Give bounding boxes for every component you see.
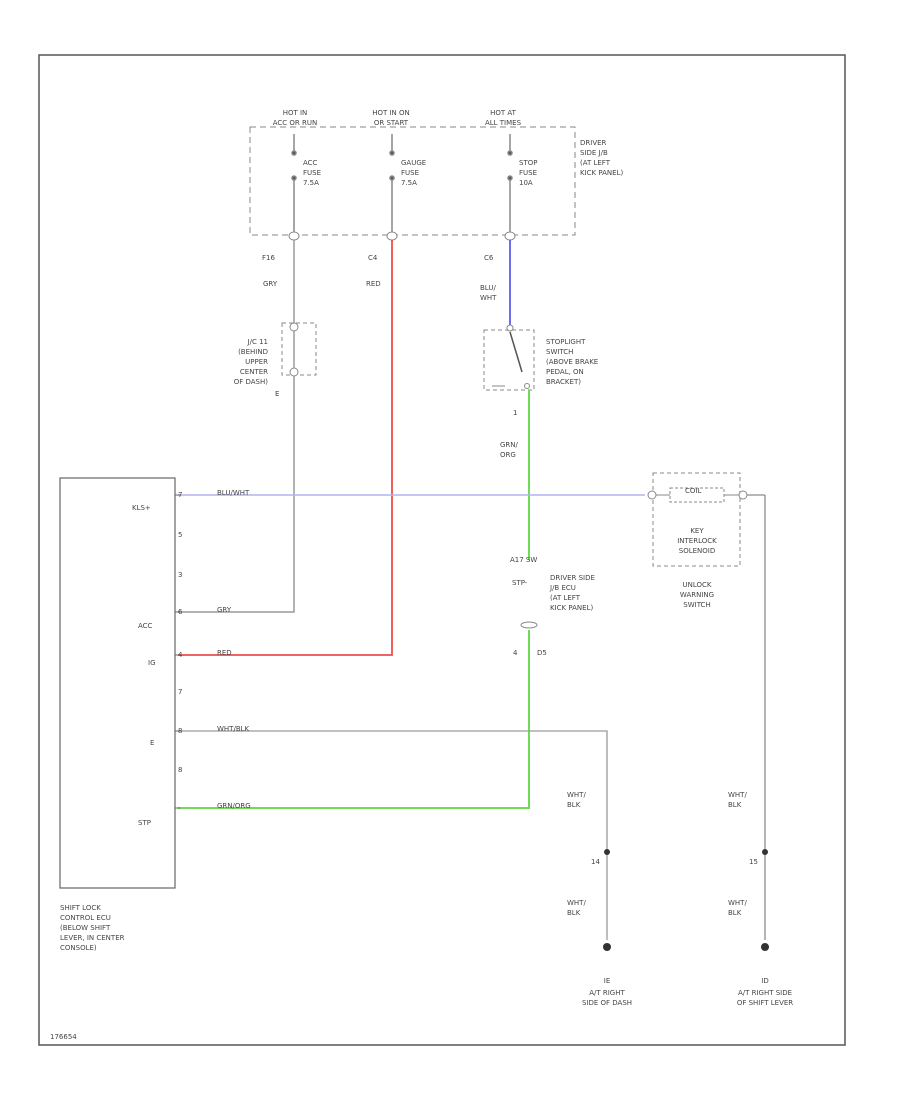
ground-right-label: A/T RIGHT SIDE OF SHIFT LEVER bbox=[736, 989, 794, 1007]
stoplight-pin: 1 bbox=[513, 409, 518, 417]
ecu-pin-num-8: 8 bbox=[178, 766, 183, 774]
wire-gry-lower bbox=[178, 376, 295, 613]
junction-connector-top bbox=[289, 322, 299, 332]
ecu-pin-num-6: 7 bbox=[178, 688, 183, 696]
jb-ecu-pin-top: A17 SW bbox=[510, 556, 538, 564]
wire-label-blu-wht: BLU/ WHT bbox=[480, 284, 497, 302]
wire-label-gry: GRY bbox=[263, 280, 278, 288]
ground-left-id: IE bbox=[603, 977, 611, 985]
jb-connector-2 bbox=[386, 231, 398, 241]
fuse-acc-label: ACC FUSE 7.5A bbox=[303, 159, 322, 187]
stoplight-contact-top bbox=[506, 324, 514, 332]
shift-lock-ecu-box bbox=[59, 477, 176, 889]
jb-ecu-pin-bottom: 4 bbox=[513, 649, 518, 657]
fuse-stop bbox=[507, 134, 513, 232]
wire-label-red: RED bbox=[366, 280, 381, 288]
ground-left-label: A/T RIGHT SIDE OF DASH bbox=[581, 989, 633, 1007]
jb-ecu-pin-stp: STP- bbox=[512, 579, 528, 587]
fuse-acc bbox=[291, 134, 297, 232]
jb-pin-1: F16 bbox=[262, 254, 275, 262]
ecu-label: SHIFT LOCK CONTROL ECU (BELOW SHIFT LEVE… bbox=[60, 904, 125, 952]
ground-right-id: ID bbox=[761, 977, 769, 985]
ecu-pin-ig: IG bbox=[148, 659, 156, 667]
stoplight-label: STOPLIGHT SWITCH (ABOVE BRAKE PEDAL, ON … bbox=[546, 338, 599, 386]
jb-pin-3: C6 bbox=[484, 254, 494, 262]
ecu-pin-e: E bbox=[150, 739, 155, 747]
key-interlock-label: KEY INTERLOCK SOLENOID bbox=[677, 527, 717, 555]
wire-label-kls: BLU/WHT bbox=[217, 489, 250, 497]
key-interlock-box bbox=[652, 472, 741, 567]
ecu-pin-num-5: 4 bbox=[178, 651, 183, 659]
ground-left-pin: 14 bbox=[591, 858, 600, 866]
junction-label: J/C 11 (BEHIND UPPER CENTER OF DASH) bbox=[233, 338, 268, 386]
key-interlock-pin-right bbox=[738, 490, 748, 500]
ground-right-pin: 15 bbox=[749, 858, 758, 866]
jb-connector-1 bbox=[288, 231, 300, 241]
wire-label-grn-org: GRN/ ORG bbox=[500, 441, 518, 459]
wire-label-wht-blk-3: WHT/ BLK bbox=[567, 899, 586, 917]
wire-e bbox=[178, 730, 608, 940]
ground-left-node bbox=[604, 849, 610, 855]
ecu-pin-num-7: 8 bbox=[178, 727, 183, 735]
diagram-frame bbox=[38, 54, 846, 1046]
ecu-pin-num-3: 3 bbox=[178, 571, 183, 579]
fuse-gauge bbox=[389, 134, 395, 232]
jb-label: DRIVER SIDE J/B (AT LEFT KICK PANEL) bbox=[580, 139, 624, 177]
junction-connector-bottom bbox=[289, 367, 299, 377]
junction-box bbox=[281, 322, 317, 376]
jb-ecu-label: DRIVER SIDE J/B ECU (AT LEFT KICK PANEL) bbox=[550, 574, 595, 612]
jb-connector-3 bbox=[504, 231, 516, 241]
wire-label-wht-blk-1: WHT/ BLK bbox=[567, 791, 586, 809]
ecu-pin-kls: KLS+ bbox=[132, 504, 151, 512]
ground-right-node bbox=[762, 849, 768, 855]
wire-label-acc: GRY bbox=[217, 606, 232, 614]
ecu-pin-ticks bbox=[175, 494, 180, 809]
jb-ecu-pin-bottom-2: D5 bbox=[537, 649, 547, 657]
wire-label-stp: GRN/ORG bbox=[217, 802, 251, 810]
fuse-stop-label: STOP FUSE 10A bbox=[519, 159, 538, 187]
stoplight-arm bbox=[509, 331, 523, 373]
wire-label-e: WHT/BLK bbox=[217, 725, 250, 733]
jb-ecu-connector bbox=[520, 621, 538, 629]
power-hot-all: HOT AT ALL TIMES bbox=[484, 109, 522, 127]
ground-left-symbol bbox=[603, 943, 611, 951]
junction-pin: E bbox=[275, 390, 280, 398]
power-hot-run: HOT IN ACC OR RUN bbox=[272, 109, 318, 127]
ecu-pin-stp: STP bbox=[138, 819, 151, 827]
wire-label-wht-blk-4: WHT/ BLK bbox=[728, 899, 747, 917]
ecu-pin-num-1: 7 bbox=[178, 491, 183, 499]
footer-code: 176654 bbox=[50, 1033, 77, 1041]
wire-grn-org-lower bbox=[178, 630, 530, 809]
ecu-pin-acc: ACC bbox=[138, 622, 153, 630]
ground-right-symbol bbox=[761, 943, 769, 951]
ecu-pin-num-2: 5 bbox=[178, 531, 183, 539]
key-interlock-pin-left bbox=[647, 490, 657, 500]
key-interlock-name: UNLOCK WARNING SWITCH bbox=[679, 581, 715, 609]
power-hot-on: HOT IN ON OR START bbox=[372, 109, 410, 127]
ecu-pin-num-4: 6 bbox=[178, 608, 183, 616]
wire-red bbox=[178, 240, 393, 656]
fuse-gauge-label: GAUGE FUSE 7.5A bbox=[401, 159, 427, 187]
jb-pin-2: C4 bbox=[368, 254, 378, 262]
driver-jb-box bbox=[249, 126, 576, 236]
stoplight-contact-bottom bbox=[524, 383, 530, 389]
wire-label-wht-blk-2: WHT/ BLK bbox=[728, 791, 747, 809]
wire-label-ig: RED bbox=[217, 649, 232, 657]
stoplight-switch-box bbox=[483, 329, 535, 391]
key-interlock-coil-label: COIL bbox=[685, 487, 702, 495]
